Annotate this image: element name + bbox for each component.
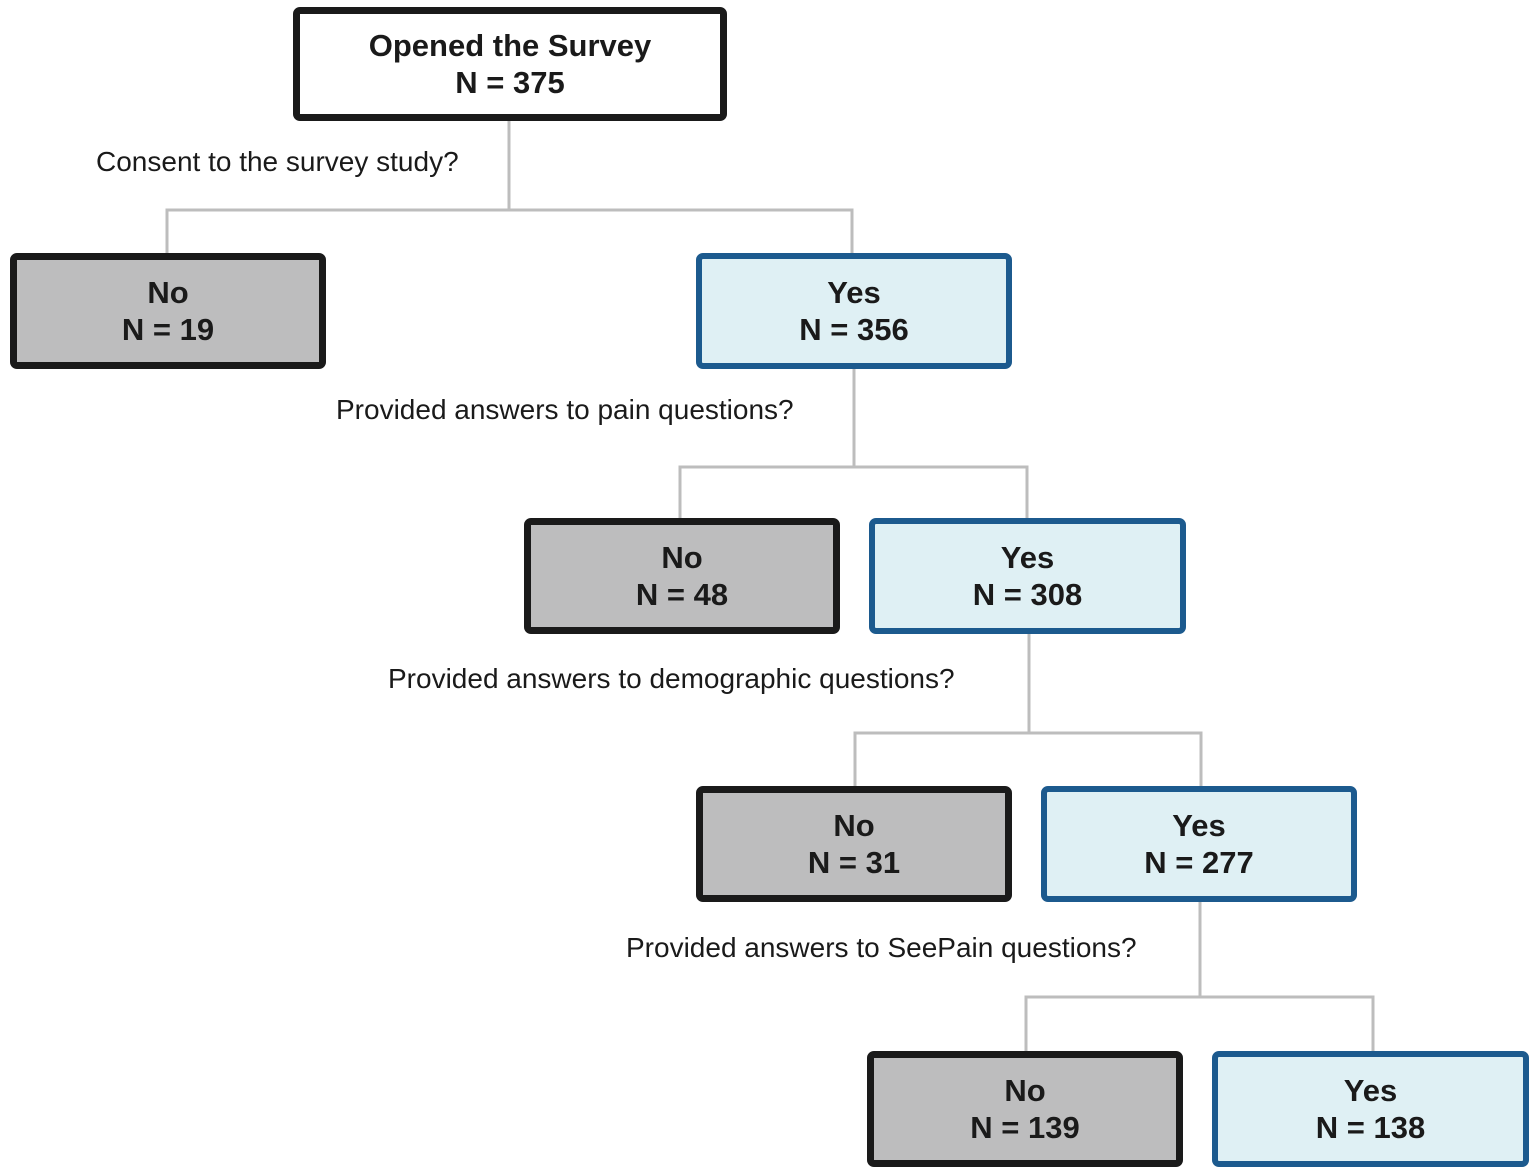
- box-pain-yes: Yes N = 308: [869, 518, 1186, 634]
- box-demographic-no: No N = 31: [696, 786, 1012, 902]
- start-label: Opened the Survey: [368, 28, 652, 63]
- box-label: Yes: [1343, 1073, 1398, 1108]
- question-pain: Provided answers to pain questions?: [336, 394, 794, 425]
- question-consent: Consent to the survey study?: [96, 146, 459, 177]
- box-consent-yes: Yes N = 356: [696, 253, 1012, 369]
- box-label: Yes: [1000, 540, 1055, 575]
- box-seepain-yes: Yes N = 138: [1212, 1051, 1529, 1167]
- connector-q3-branch: [853, 731, 1203, 789]
- box-count: N = 19: [121, 312, 215, 347]
- box-consent-no: No N = 19: [10, 253, 326, 369]
- question-demographic: Provided answers to demographic question…: [388, 663, 955, 694]
- box-demographic-yes: Yes N = 277: [1041, 786, 1357, 902]
- connector-q1-branch: [165, 208, 854, 256]
- box-count: N = 308: [972, 577, 1083, 612]
- box-seepain-no: No N = 139: [867, 1051, 1183, 1167]
- start-box: Opened the Survey N = 375: [293, 7, 727, 121]
- box-count: N = 277: [1144, 845, 1254, 880]
- box-label: Yes: [827, 275, 881, 310]
- box-count: N = 31: [807, 845, 901, 880]
- box-count: N = 48: [635, 577, 729, 612]
- connector-q2-branch: [678, 465, 1029, 521]
- box-label: Yes: [1172, 808, 1226, 843]
- question-seepain: Provided answers to SeePain questions?: [626, 932, 1137, 963]
- box-label: No: [1004, 1073, 1046, 1108]
- box-count: N = 138: [1315, 1110, 1426, 1145]
- box-label: No: [147, 275, 189, 310]
- start-count: N = 375: [455, 65, 565, 100]
- box-label: No: [661, 540, 703, 575]
- box-count: N = 139: [970, 1110, 1080, 1145]
- box-label: No: [833, 808, 875, 843]
- box-count: N = 356: [799, 312, 909, 347]
- box-pain-no: No N = 48: [524, 518, 840, 634]
- connector-q4-branch: [1024, 995, 1375, 1054]
